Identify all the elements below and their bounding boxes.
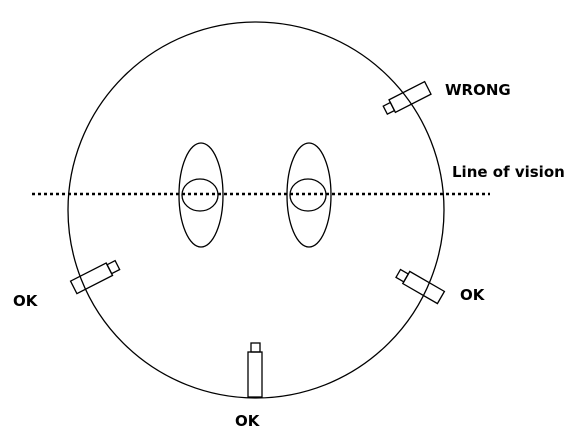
label-wrong: WRONG (445, 81, 511, 99)
device-wrong-tip (382, 101, 396, 116)
device-ok-right-body (401, 270, 446, 305)
device-ok-bottom-body (247, 351, 263, 398)
device-ok-left-tip (106, 259, 121, 275)
label-ok-left: OK (13, 292, 39, 310)
device-wrong (382, 80, 432, 116)
device-ok-bottom (247, 342, 263, 398)
label-ok-right: OK (460, 286, 486, 304)
device-ok-bottom-tip (250, 342, 261, 353)
device-ok-right-tip (395, 268, 410, 283)
device-ok-right (395, 268, 446, 305)
device-wrong-body (388, 80, 432, 114)
label-ok-bottom: OK (235, 412, 261, 430)
label-line-of-vision: Line of vision (452, 163, 565, 181)
device-ok-left (69, 259, 121, 295)
head-outline (67, 21, 445, 399)
